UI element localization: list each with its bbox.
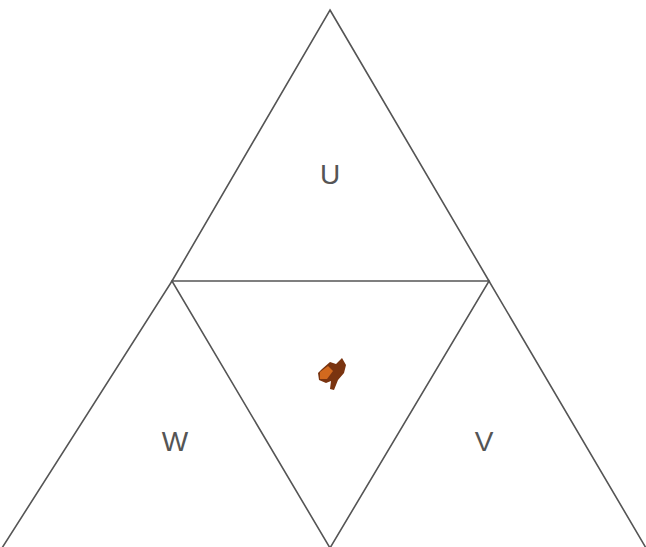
triangle-outline — [172, 10, 489, 281]
region-label: W — [162, 428, 188, 456]
triangle-region: W — [0, 281, 330, 547]
triangle-outline — [330, 281, 646, 547]
triangle-region: U — [172, 10, 489, 281]
triangle-region: V — [330, 281, 646, 547]
region-label: V — [475, 428, 494, 456]
region-label: U — [320, 161, 340, 189]
triangle-outline — [2, 281, 330, 547]
triangle-outline — [172, 10, 489, 281]
triangle-outline — [330, 281, 646, 547]
center-blob — [318, 358, 346, 390]
triangle-outline — [0, 281, 330, 547]
center-blob — [320, 366, 333, 379]
